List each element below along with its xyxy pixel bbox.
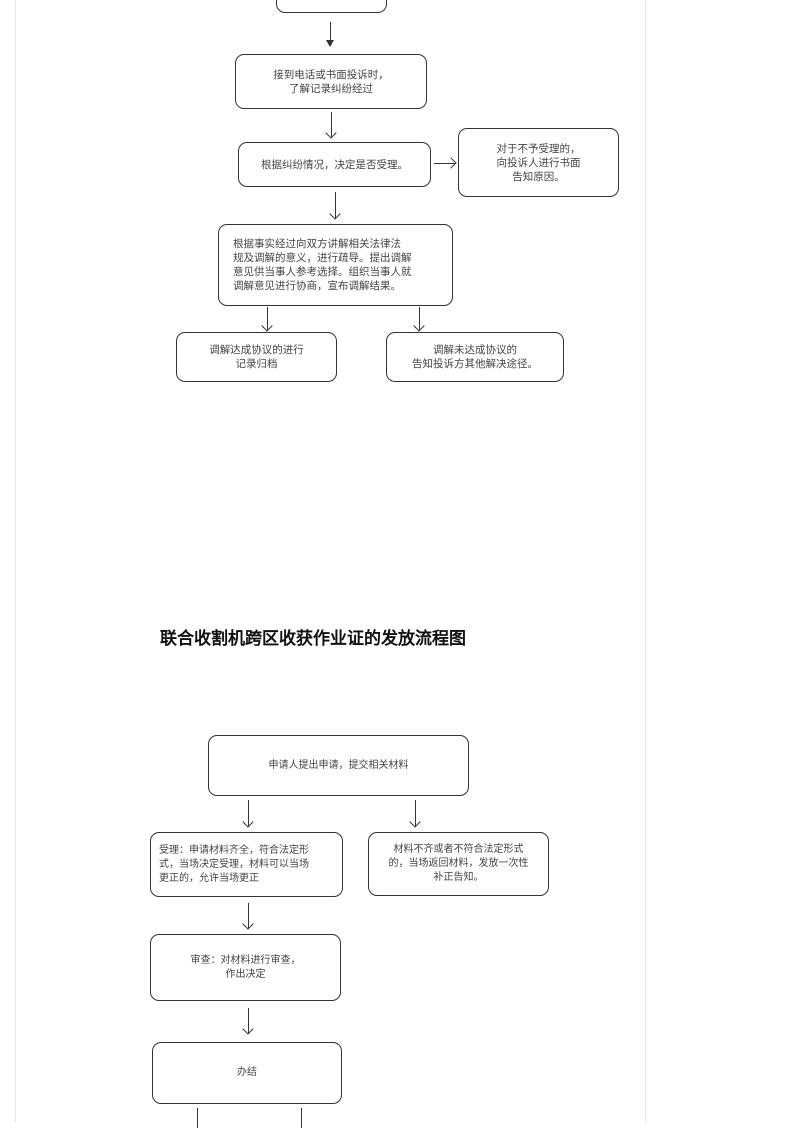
flow1-step-decide: 根据纠纷情况，决定是否受理。 (238, 142, 431, 187)
flow2-incomplete-box: 材料不齐或者不符合法定形式 的，当场返回材料，发放一次性 补正告知。 (368, 832, 549, 896)
arrow-down-icon (326, 22, 334, 47)
arrow-down-icon (419, 307, 420, 330)
arrow-down-icon (267, 307, 268, 330)
page-right-edge (645, 0, 646, 1122)
flow2-done-box: 办结 (152, 1042, 342, 1104)
connector-line (197, 1108, 198, 1128)
arrow-down-icon (331, 112, 332, 137)
arrow-down-icon (335, 192, 336, 218)
arrow-down-icon (248, 903, 249, 928)
flow1-top-box (276, 0, 387, 13)
flow2-title: 联合收割机跨区收获作业证的发放流程图 (160, 629, 466, 649)
arrow-down-icon (248, 800, 249, 826)
arrow-right-icon (434, 163, 455, 164)
flow1-step-record: 接到电话或书面投诉时， 了解记录纠纷经过 (235, 54, 427, 109)
page-left-edge (15, 0, 16, 1122)
flow1-failure-box: 调解未达成协议的 告知投诉方其他解决途径。 (386, 332, 564, 382)
arrow-down-icon (248, 1008, 249, 1033)
flow1-success-box: 调解达成协议的进行 记录归档 (176, 332, 337, 382)
connector-line (301, 1108, 302, 1128)
flow2-apply-box: 申请人提出申请，提交相关材料 (208, 735, 469, 796)
flow1-step-mediate: 根据事实经过向双方讲解相关法律法 规及调解的意义，进行疏导。提出调解 意见供当事… (218, 224, 453, 306)
flow1-reject-box: 对于不予受理的， 向投诉人进行书面 告知原因。 (458, 128, 619, 197)
flow2-accept-box: 受理：申请材料齐全，符合法定形 式，当场决定受理，材料可以当场 更正的，允许当场… (150, 832, 343, 897)
flow2-review-box: 审查：对材料进行审查， 作出决定 (150, 934, 341, 1001)
arrow-down-icon (415, 800, 416, 826)
